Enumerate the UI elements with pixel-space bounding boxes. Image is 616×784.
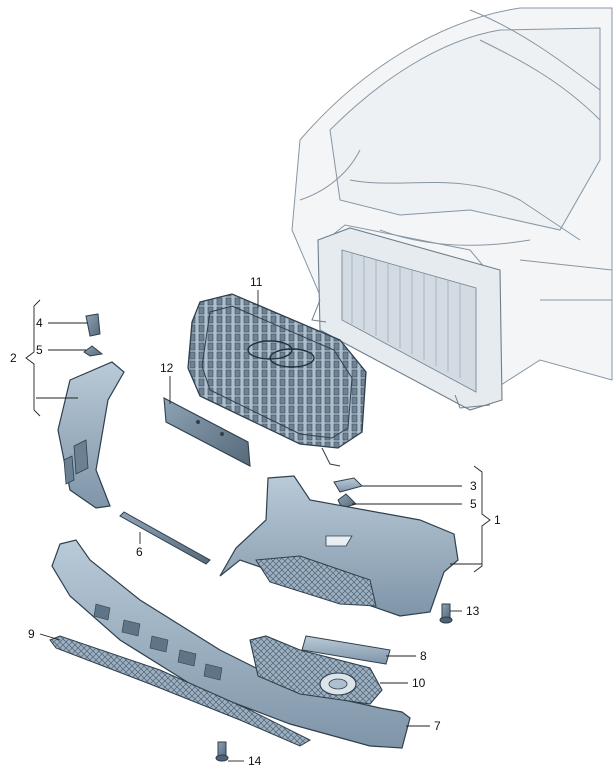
trim-strip — [119, 511, 211, 565]
fog-lamp-trim — [301, 635, 391, 665]
clip-part-4-left — [85, 313, 101, 337]
callout-9: 9 — [28, 627, 35, 641]
callout-11: 11 — [250, 275, 263, 289]
fog-lamp-grille — [249, 635, 383, 705]
callout-13: 13 — [466, 604, 480, 618]
callout-labels: 1 2 3 4 5 5 6 7 8 9 10 11 12 13 14 — [10, 275, 501, 768]
bolt-14 — [215, 741, 229, 762]
cap-part-3-right — [333, 477, 363, 493]
callout-1: 1 — [494, 513, 501, 527]
callout-12: 12 — [160, 361, 174, 375]
callout-7: 7 — [434, 719, 441, 733]
leader-lines — [25, 290, 491, 762]
clip-part-5-left — [83, 345, 104, 357]
callout-4: 4 — [36, 316, 43, 330]
bolt-13 — [439, 603, 453, 624]
left-bumper-side-bracket — [57, 361, 125, 509]
radiator-grille — [187, 293, 367, 467]
callout-5-left: 5 — [36, 343, 43, 357]
callout-3: 3 — [470, 479, 477, 493]
license-plate-bracket — [163, 397, 251, 467]
callout-5-right: 5 — [470, 497, 477, 511]
callout-2: 2 — [10, 351, 17, 365]
radiator-support-frame — [311, 227, 503, 411]
callout-10: 10 — [412, 676, 426, 690]
lower-grille — [49, 635, 312, 747]
bumper-cover — [219, 475, 459, 617]
callout-14: 14 — [248, 754, 262, 768]
callout-6: 6 — [136, 545, 143, 559]
callout-8: 8 — [420, 649, 427, 663]
